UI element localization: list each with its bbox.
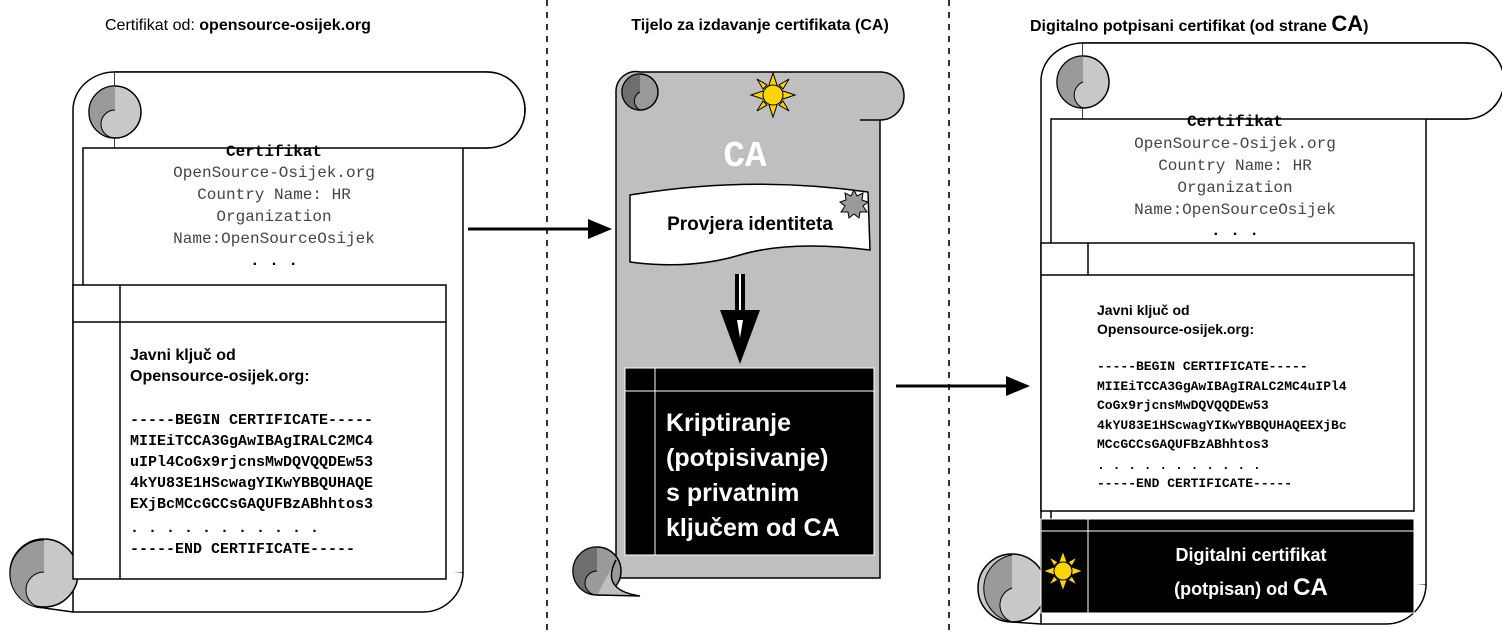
right-cert-line: Country Name: HR bbox=[1158, 157, 1312, 175]
right-key-label: Opensource-osijek.org: bbox=[1097, 321, 1255, 337]
right-heading-prefix: Digitalno potpisani certifikat (od stran… bbox=[1030, 18, 1332, 35]
arrow-to-ca bbox=[468, 219, 612, 239]
right-pem-line: -----END CERTIFICATE----- bbox=[1097, 476, 1293, 491]
left-heading: Certifikat od: opensource-osijek.org bbox=[105, 17, 371, 35]
right-pem-line: . . . . . . . . . . . bbox=[1097, 458, 1261, 473]
ca-scroll bbox=[572, 70, 905, 597]
left-cert-line: Organization bbox=[216, 208, 332, 226]
left-pem-line: EXjBcMCcGCCsGAQUFBzABhhtos3 bbox=[130, 496, 374, 513]
arrow-to-signed bbox=[896, 376, 1030, 396]
signature-line: (potpisan) od CA bbox=[1088, 574, 1414, 602]
right-heading-suffix: ) bbox=[1363, 18, 1369, 35]
left-cert-line: Country Name: HR bbox=[197, 186, 351, 204]
left-heading-prefix: Certifikat od: bbox=[105, 17, 200, 34]
right-pem-line: 4kYU83E1HScwagYIKwYBBQUHAQEEXjBc bbox=[1097, 418, 1347, 433]
encrypt-line: ključem od CA bbox=[666, 514, 840, 542]
left-pem-line: uIPl4CoGx9rjcnsMwDQVQQDEw53 bbox=[130, 454, 374, 471]
signature-sun-icon bbox=[1041, 549, 1085, 593]
right-cert-line: Name:OpenSourceOsijek bbox=[1134, 201, 1336, 219]
middle-heading: Tijelo za izdavanje certifikata (CA) bbox=[631, 17, 889, 34]
signature-line2-prefix: (potpisan) od bbox=[1174, 579, 1294, 599]
left-cert-ellipsis: . . . bbox=[249, 252, 298, 270]
right-key-table bbox=[1040, 242, 1415, 512]
down-arrow-icon bbox=[720, 274, 760, 364]
right-cert-title: Certifikat bbox=[1186, 113, 1283, 131]
encrypt-box bbox=[624, 367, 875, 556]
encrypt-line: (potpisivanje) bbox=[666, 444, 829, 472]
left-cert-line: OpenSource-Osijek.org bbox=[173, 164, 375, 182]
verify-label: Provjera identiteta bbox=[667, 214, 833, 235]
encrypt-line: s privatnim bbox=[666, 479, 800, 507]
left-cert-title: Certifikat bbox=[225, 143, 322, 161]
right-cert-line: Organization bbox=[1177, 179, 1293, 197]
verify-document-shape bbox=[629, 183, 871, 266]
ca-label: CA bbox=[723, 136, 767, 177]
left-pem-line: . . . . . . . . . . . bbox=[130, 520, 320, 537]
right-pem-line: MIIEiTCCA3GgAwIBAgIRALC2MC4uIPl4 bbox=[1097, 379, 1347, 394]
left-pem-line: -----END CERTIFICATE----- bbox=[130, 541, 356, 558]
signature-box bbox=[1040, 518, 1415, 614]
left-pem-line: MIIEiTCCA3GgAwIBAgIRALC2MC4 bbox=[130, 433, 374, 450]
right-certificate-scroll bbox=[977, 42, 1502, 625]
encrypt-line: Kriptiranje bbox=[666, 409, 792, 437]
left-key-table bbox=[72, 284, 447, 580]
right-cert-line: OpenSource-Osijek.org bbox=[1134, 135, 1336, 153]
ca-sun-icon bbox=[749, 71, 797, 119]
left-pem-line: 4kYU83E1HScwagYIKwYBBQUHAQE bbox=[130, 475, 374, 492]
right-pem-line: -----BEGIN CERTIFICATE----- bbox=[1097, 359, 1308, 374]
right-pem-line: MCcGCCsGAQUFBzABhhtos3 bbox=[1097, 437, 1269, 452]
right-pem-line: CoGx9rjcnsMwDQVQQDEw53 bbox=[1097, 398, 1269, 413]
left-heading-domain: opensource-osijek.org bbox=[199, 17, 371, 34]
right-heading-ca: CA bbox=[1331, 11, 1364, 36]
signature-line2-ca: CA bbox=[1293, 574, 1328, 601]
right-cert-ellipsis: . . . bbox=[1210, 222, 1259, 240]
left-pem-line: -----BEGIN CERTIFICATE----- bbox=[130, 412, 374, 429]
left-key-label: Opensource-osijek.org: bbox=[130, 368, 310, 385]
signature-line: Digitalni certifikat bbox=[1175, 545, 1327, 565]
left-certificate-scroll bbox=[9, 71, 526, 613]
left-key-label: Javni ključ od bbox=[130, 347, 236, 364]
right-key-label: Javni ključ od bbox=[1097, 302, 1190, 318]
right-heading: Digitalno potpisani certifikat (od stran… bbox=[1030, 11, 1368, 37]
left-cert-line: Name:OpenSourceOsijek bbox=[173, 230, 375, 248]
verify-seal-icon bbox=[838, 188, 870, 219]
